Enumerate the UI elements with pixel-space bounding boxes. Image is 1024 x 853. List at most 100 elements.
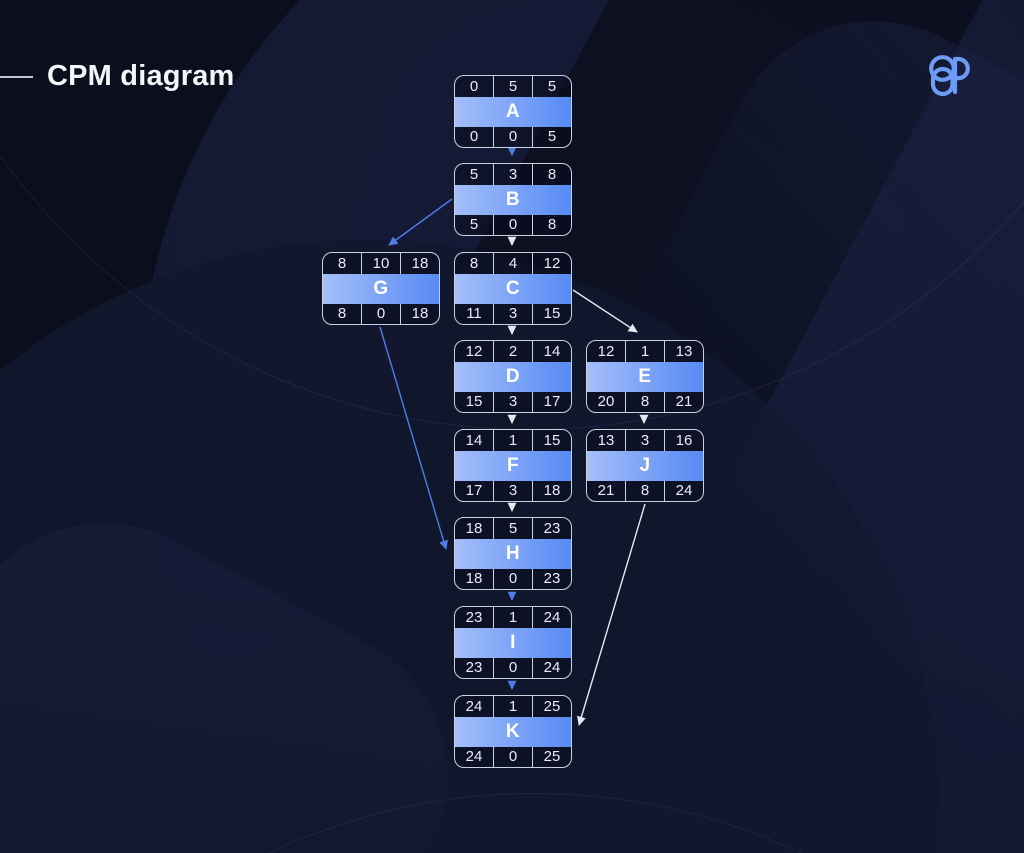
duration-value: 5 xyxy=(493,518,532,539)
slack-value: 0 xyxy=(493,214,532,235)
late-finish-value: 23 xyxy=(532,568,571,589)
activity-label: E xyxy=(587,361,703,392)
activity-label: K xyxy=(455,716,571,747)
duration-value: 2 xyxy=(493,341,532,362)
duration-value: 10 xyxy=(361,253,400,274)
early-finish-value: 13 xyxy=(664,341,703,362)
late-finish-value: 21 xyxy=(664,391,703,412)
slack-value: 0 xyxy=(493,568,532,589)
duration-value: 3 xyxy=(625,430,664,451)
late-finish-value: 24 xyxy=(532,657,571,678)
activity-label: B xyxy=(455,184,571,215)
activity-label: I xyxy=(455,627,571,658)
slack-value: 8 xyxy=(625,480,664,501)
early-finish-value: 25 xyxy=(532,696,571,717)
early-start-value: 8 xyxy=(337,254,347,272)
slack-value: 0 xyxy=(361,303,400,324)
early-finish-value: 8 xyxy=(532,164,571,185)
page-title: CPM diagram xyxy=(47,60,235,92)
activity-label: G xyxy=(323,273,439,304)
early-start-value: 8 xyxy=(469,254,479,272)
duration-value: 5 xyxy=(493,76,532,97)
early-finish-value: 24 xyxy=(532,607,571,628)
late-finish-value: 17 xyxy=(532,391,571,412)
late-finish-value: 8 xyxy=(532,214,571,235)
early-start-value: 18 xyxy=(465,519,483,537)
early-start-value: 24 xyxy=(465,697,483,715)
late-finish-value: 18 xyxy=(532,480,571,501)
slack-value: 0 xyxy=(493,126,532,147)
activity-label: F xyxy=(455,450,571,481)
slack-value: 0 xyxy=(493,657,532,678)
header: CPM diagram xyxy=(0,60,235,93)
early-start-value: 13 xyxy=(597,431,615,449)
late-finish-value: 18 xyxy=(400,303,439,324)
activity-label: J xyxy=(587,450,703,481)
early-start-value: 5 xyxy=(469,165,479,183)
activity-label: C xyxy=(455,273,571,304)
late-finish-value: 25 xyxy=(532,746,571,767)
activity-label: H xyxy=(455,538,571,569)
early-start-value: 12 xyxy=(465,342,483,360)
late-start-value: 23 xyxy=(465,659,483,677)
slack-value: 3 xyxy=(493,480,532,501)
late-start-value: 17 xyxy=(465,482,483,500)
late-start-value: 18 xyxy=(465,570,483,588)
title-dash xyxy=(0,75,33,78)
late-finish-value: 24 xyxy=(664,480,703,501)
duration-value: 1 xyxy=(493,607,532,628)
early-finish-value: 18 xyxy=(400,253,439,274)
slack-value: 3 xyxy=(493,303,532,324)
late-start-value: 21 xyxy=(597,482,615,500)
early-finish-value: 16 xyxy=(664,430,703,451)
duration-value: 1 xyxy=(493,696,532,717)
activity-label: A xyxy=(455,96,571,127)
duration-value: 3 xyxy=(493,164,532,185)
slack-value: 8 xyxy=(625,391,664,412)
late-start-value: 24 xyxy=(465,748,483,766)
early-finish-value: 12 xyxy=(532,253,571,274)
duration-value: 1 xyxy=(625,341,664,362)
late-start-value: 20 xyxy=(597,393,615,411)
pill-p-logo-icon xyxy=(929,55,970,97)
early-finish-value: 14 xyxy=(532,341,571,362)
duration-value: 1 xyxy=(493,430,532,451)
slack-value: 0 xyxy=(493,746,532,767)
activity-label: D xyxy=(455,361,571,392)
early-finish-value: 15 xyxy=(532,430,571,451)
early-finish-value: 5 xyxy=(532,76,571,97)
late-finish-value: 5 xyxy=(532,126,571,147)
late-start-value: 11 xyxy=(466,305,482,323)
early-finish-value: 23 xyxy=(532,518,571,539)
